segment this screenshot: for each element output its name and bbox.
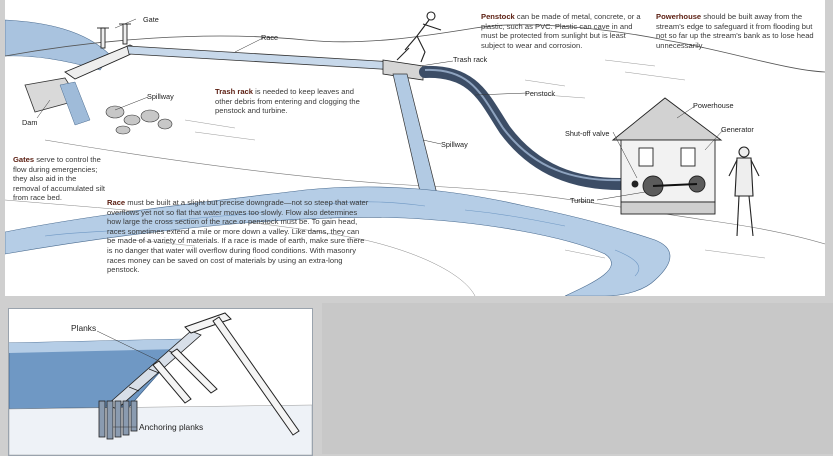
label-trash-rack: Trash rack [453,55,488,64]
stream [5,186,671,296]
powerhouse-building [611,97,723,215]
race-description: Race must be built at a slight but preci… [107,198,369,275]
label-penstock: Penstock [525,89,556,98]
turbine-generator [631,175,706,197]
label-dam: Dam [22,118,38,127]
penstock-term: Penstock [481,12,515,21]
spillway-channel [392,73,438,197]
race-term: Race [107,198,126,207]
inset-label-anchoring-planks: Anchoring planks [139,422,204,432]
trash-rack-description: Trash rack is needed to keep leaves and … [215,87,373,116]
label-race: Race [261,33,279,42]
inset-anchoring-planks [98,400,138,440]
dam-crosssection-illustration [9,312,312,455]
inset-water-surface [9,339,189,353]
inset-frame [152,312,300,436]
penstock-description: Penstock can be made of metal, concrete,… [481,12,651,50]
powerhouse-term: Powerhouse [656,12,702,21]
rocks [105,105,173,135]
powerhouse-description: Powerhouse should be built away from the… [656,12,816,50]
label-gate: Gate [143,15,159,24]
powerhouse-text: should be built away from the stream's e… [656,12,814,50]
race-channel [126,45,398,71]
hill-line-top [5,24,825,73]
hill-line-mid [44,139,825,245]
label-spillway-right: Spillway [441,140,468,149]
stream-ripples [44,201,640,277]
inset-label-planks: Planks [71,323,97,333]
label-turbine: Turbine [570,196,595,205]
race-text: must be built at a slight but precise do… [107,198,369,275]
label-powerhouse: Powerhouse [693,101,734,110]
gates-text: serve to control the flow during emergen… [13,155,106,203]
trash-rack-term: Trash rack [215,87,253,96]
gates-term: Gates [13,155,35,164]
label-shutoff-valve: Shut-off valve [565,129,610,138]
label-generator: Generator [721,125,754,134]
main-illustration-panel: Gate Race Trash rack Spillway Dam Pensto… [5,0,825,296]
trash-rack-text: is needed to keep leaves and other debri… [215,87,360,116]
label-spillway-left: Spillway [147,92,174,101]
penstock-pipe-highlight [424,68,626,182]
leader-lines [36,18,724,201]
hill-line-low [5,199,476,296]
gate-structure [64,23,142,80]
hydro-system-illustration [5,11,825,296]
inset-leader-planks [96,330,160,362]
worker-figure [396,11,442,63]
dam-crosssection-inset: Planks Anchoring planks [8,308,313,456]
dam-spillway-water [59,81,91,126]
blank-gray-area [322,303,833,454]
man-figure [728,146,760,237]
penstock-text: can be made of metal, concrete, or a pla… [481,12,641,50]
gates-description: Gates serve to control the flow during e… [13,155,105,203]
inset-ground [9,404,312,455]
